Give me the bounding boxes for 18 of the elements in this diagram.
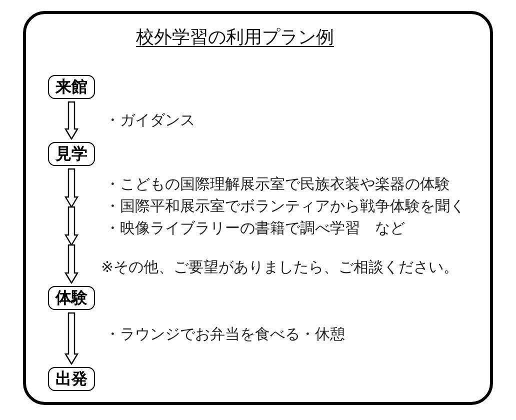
step-box	[48, 75, 95, 99]
arrow	[64, 312, 79, 365]
arrow	[64, 101, 79, 140]
bullet-text: ・国際平和展示室でボランティアから戦争体験を聞く	[105, 196, 465, 216]
bullet-text: ・ガイダンス	[105, 110, 195, 130]
bullet-text: ・ラウンジでお弁当を食べる・休憩	[105, 324, 345, 344]
step-box	[48, 142, 95, 166]
bullet-text: ・こどもの国際理解展示室で民族衣装や楽器の体験	[105, 174, 450, 194]
note-text: ※その他、ご要望がありましたら、ご相談ください。	[101, 257, 459, 277]
step-label: 来館	[56, 78, 88, 96]
arrow	[64, 168, 79, 284]
step-label: 体験	[56, 289, 88, 307]
step-box	[48, 286, 95, 310]
title: 校外学習の利用プラン例	[136, 27, 334, 49]
step-box	[48, 367, 95, 391]
step-label: 出発	[56, 370, 88, 388]
step-label: 見学	[56, 145, 88, 163]
bullet-text: ・映像ライブラリーの書籍で調べ学習 など	[105, 218, 405, 238]
